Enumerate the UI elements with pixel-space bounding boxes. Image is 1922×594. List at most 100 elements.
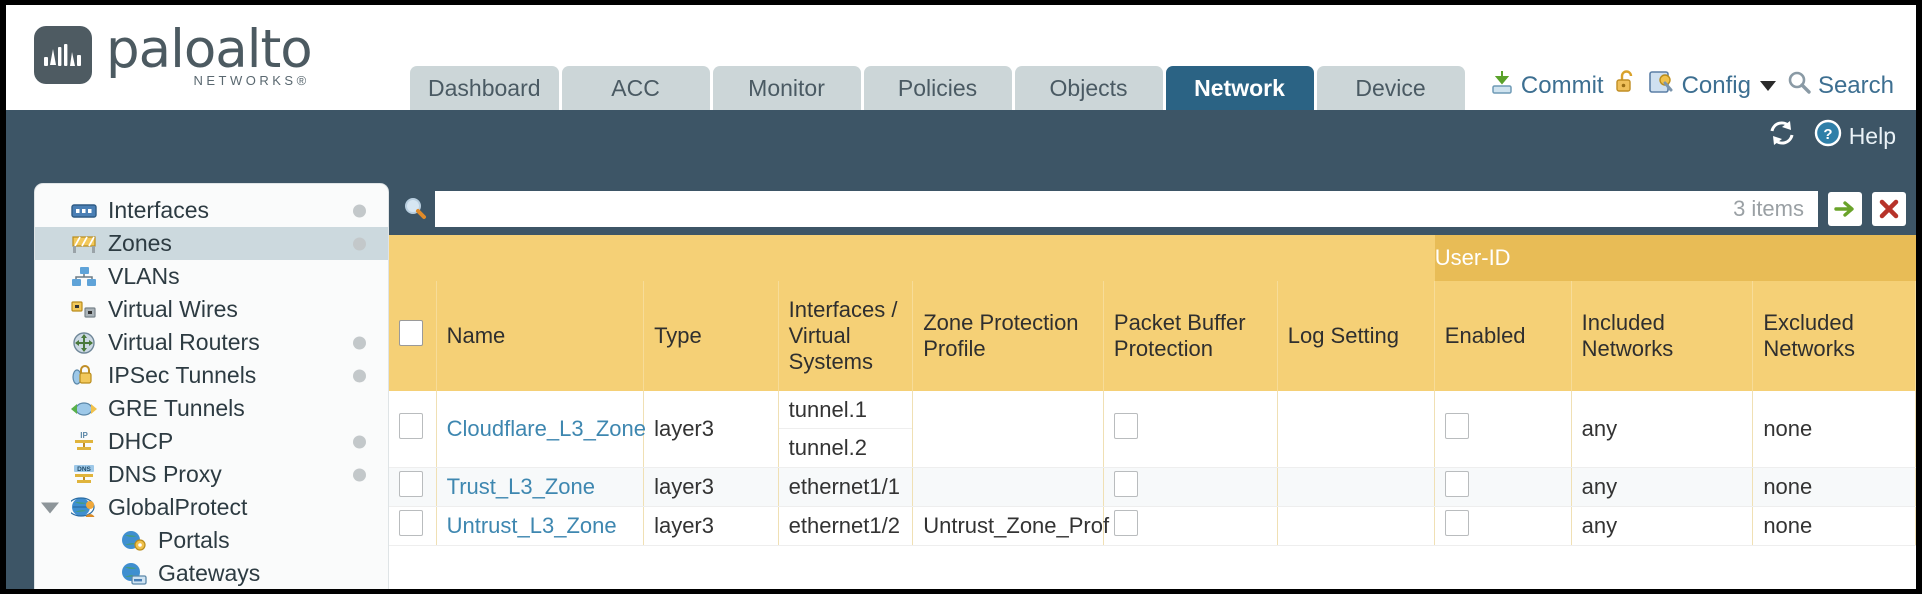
clear-filter-button[interactable] xyxy=(1872,192,1906,226)
refresh-icon[interactable] xyxy=(1767,119,1797,153)
sidebar-item-portals[interactable]: Portals xyxy=(35,524,388,557)
portals-icon xyxy=(119,529,149,553)
content-panel: 3 items xyxy=(389,183,1916,589)
globalprotect-icon xyxy=(69,496,99,520)
sidebar-item-label: IPSec Tunnels xyxy=(108,362,257,388)
expander-triangle-icon[interactable] xyxy=(41,502,59,513)
col-header-log-setting[interactable]: Log Setting xyxy=(1277,281,1435,391)
sidebar-item-status-dot xyxy=(353,369,366,382)
help-icon: ? xyxy=(1813,118,1843,154)
zones-table-head: User-ID Name Type Interfaces / Virtual S… xyxy=(389,235,1916,391)
sidebar-item-status-dot xyxy=(353,336,366,349)
interface-entry: ethernet1/2 xyxy=(788,513,900,538)
unlock-button[interactable] xyxy=(1614,69,1638,102)
cell-interfaces: ethernet1/2 xyxy=(778,506,914,546)
sidebar-item-virtual-routers[interactable]: Virtual Routers xyxy=(35,326,388,359)
svg-text:DNS: DNS xyxy=(77,466,91,473)
cell-zone-name: Cloudflare_L3_Zone xyxy=(436,391,646,468)
cell-log-setting xyxy=(1277,506,1435,546)
tab-device[interactable]: Device xyxy=(1316,66,1465,110)
sidebar-item-label: Virtual Wires xyxy=(108,296,238,322)
zone-name-link[interactable]: Cloudflare_L3_Zone xyxy=(446,416,646,441)
tab-objects[interactable]: Objects xyxy=(1014,66,1163,110)
userid-enabled-checkbox[interactable] xyxy=(1444,510,1469,536)
zones-icon xyxy=(69,232,99,256)
select-all-header xyxy=(389,281,437,391)
sidebar-item-status-dot xyxy=(353,204,366,217)
search-magnifier-icon[interactable] xyxy=(397,196,435,222)
commit-button[interactable]: Commit xyxy=(1489,69,1604,102)
brand-logo: paloalto NETWORKS® xyxy=(34,19,313,88)
sidebar-item-virtual-wires[interactable]: Virtual Wires xyxy=(35,293,388,326)
row-select-checkbox[interactable] xyxy=(399,510,423,536)
sidebar-item-vlans[interactable]: VLANs xyxy=(35,260,388,293)
sidebar-item-label: VLANs xyxy=(108,263,180,289)
cell-packet-buffer-protection xyxy=(1103,391,1278,468)
sidebar-item-label: GlobalProtect xyxy=(108,494,248,520)
userid-enabled-checkbox[interactable] xyxy=(1444,413,1469,439)
zone-name-link[interactable]: Trust_L3_Zone xyxy=(446,474,595,499)
cell-log-setting xyxy=(1277,391,1435,468)
interface-entry: tunnel.2 xyxy=(788,435,867,460)
cell-zone-type: layer3 xyxy=(643,506,779,546)
sidebar-item-label: Virtual Routers xyxy=(108,329,260,355)
sidebar-item-dns-proxy[interactable]: DNS DNS Proxy xyxy=(35,458,388,491)
sidebar-item-label: DHCP xyxy=(108,428,174,454)
sidebar-item-ipsec-tunnels[interactable]: IPSec Tunnels xyxy=(35,359,388,392)
col-header-type[interactable]: Type xyxy=(643,281,779,391)
cell-excluded-networks: none xyxy=(1752,467,1916,507)
cell-userid-enabled xyxy=(1434,506,1572,546)
config-menu[interactable]: Config xyxy=(1648,69,1776,102)
userid-enabled-checkbox[interactable] xyxy=(1444,471,1469,497)
interfaces-icon xyxy=(69,199,99,223)
tab-dashboard[interactable]: Dashboard xyxy=(410,66,559,110)
cell-packet-buffer-protection xyxy=(1103,467,1278,507)
col-header-included-networks[interactable]: Included Networks xyxy=(1571,281,1754,391)
search-button[interactable]: Search xyxy=(1786,69,1894,102)
search-input[interactable] xyxy=(435,191,1734,227)
col-header-name[interactable]: Name xyxy=(436,281,645,391)
vlans-icon xyxy=(69,265,99,289)
userid-group-header: User-ID xyxy=(1434,235,1916,281)
tab-network[interactable]: Network xyxy=(1165,66,1314,110)
sidebar-item-gre-tunnels[interactable]: GRE Tunnels xyxy=(35,392,388,425)
brand-name: paloalto xyxy=(106,19,313,80)
col-header-excluded-networks[interactable]: Excluded Networks xyxy=(1752,281,1916,391)
config-label: Config xyxy=(1681,71,1751,99)
zone-name-link[interactable]: Untrust_L3_Zone xyxy=(446,513,617,538)
col-header-enabled[interactable]: Enabled xyxy=(1434,281,1572,391)
cell-zone-name: Trust_L3_Zone xyxy=(436,467,645,507)
col-header-packet-buffer-protection[interactable]: Packet Buffer Protection xyxy=(1103,281,1278,391)
col-header-zone-protection-profile[interactable]: Zone Protection Profile xyxy=(912,281,1104,391)
sidebar-item-status-dot xyxy=(353,435,366,448)
select-all-checkbox[interactable] xyxy=(399,320,423,346)
row-select-checkbox[interactable] xyxy=(399,471,423,497)
sidebar-item-gateways[interactable]: Gateways xyxy=(35,557,388,589)
cell-excluded-networks: none xyxy=(1752,391,1916,468)
sidebar-item-zones[interactable]: Zones xyxy=(35,227,388,260)
col-header-interfaces[interactable]: Interfaces / Virtual Systems xyxy=(778,281,914,391)
tab-monitor[interactable]: Monitor xyxy=(712,66,861,110)
sidebar-item-interfaces[interactable]: Interfaces xyxy=(35,194,388,227)
sidebar-item-globalprotect[interactable]: GlobalProtect xyxy=(35,491,388,524)
help-button[interactable]: ? Help xyxy=(1813,118,1896,154)
row-select-checkbox[interactable] xyxy=(399,413,423,439)
apply-filter-button[interactable] xyxy=(1828,192,1862,226)
sidebar-item-label: Portals xyxy=(158,527,230,553)
cell-zone-protection-profile xyxy=(912,391,1104,468)
brand-tagline: NETWORKS® xyxy=(193,73,310,88)
tab-policies[interactable]: Policies xyxy=(863,66,1012,110)
tab-acc[interactable]: ACC xyxy=(561,66,710,110)
packet-buffer-protection-checkbox[interactable] xyxy=(1113,510,1138,536)
packet-buffer-protection-checkbox[interactable] xyxy=(1113,413,1138,439)
group-header-row: User-ID xyxy=(389,235,1916,281)
column-header-row: Name Type Interfaces / Virtual Systems Z… xyxy=(389,281,1916,391)
row-select-cell xyxy=(389,391,437,468)
cell-log-setting xyxy=(1277,467,1435,507)
sidebar-item-label: DNS Proxy xyxy=(108,461,222,487)
packet-buffer-protection-checkbox[interactable] xyxy=(1113,471,1138,497)
